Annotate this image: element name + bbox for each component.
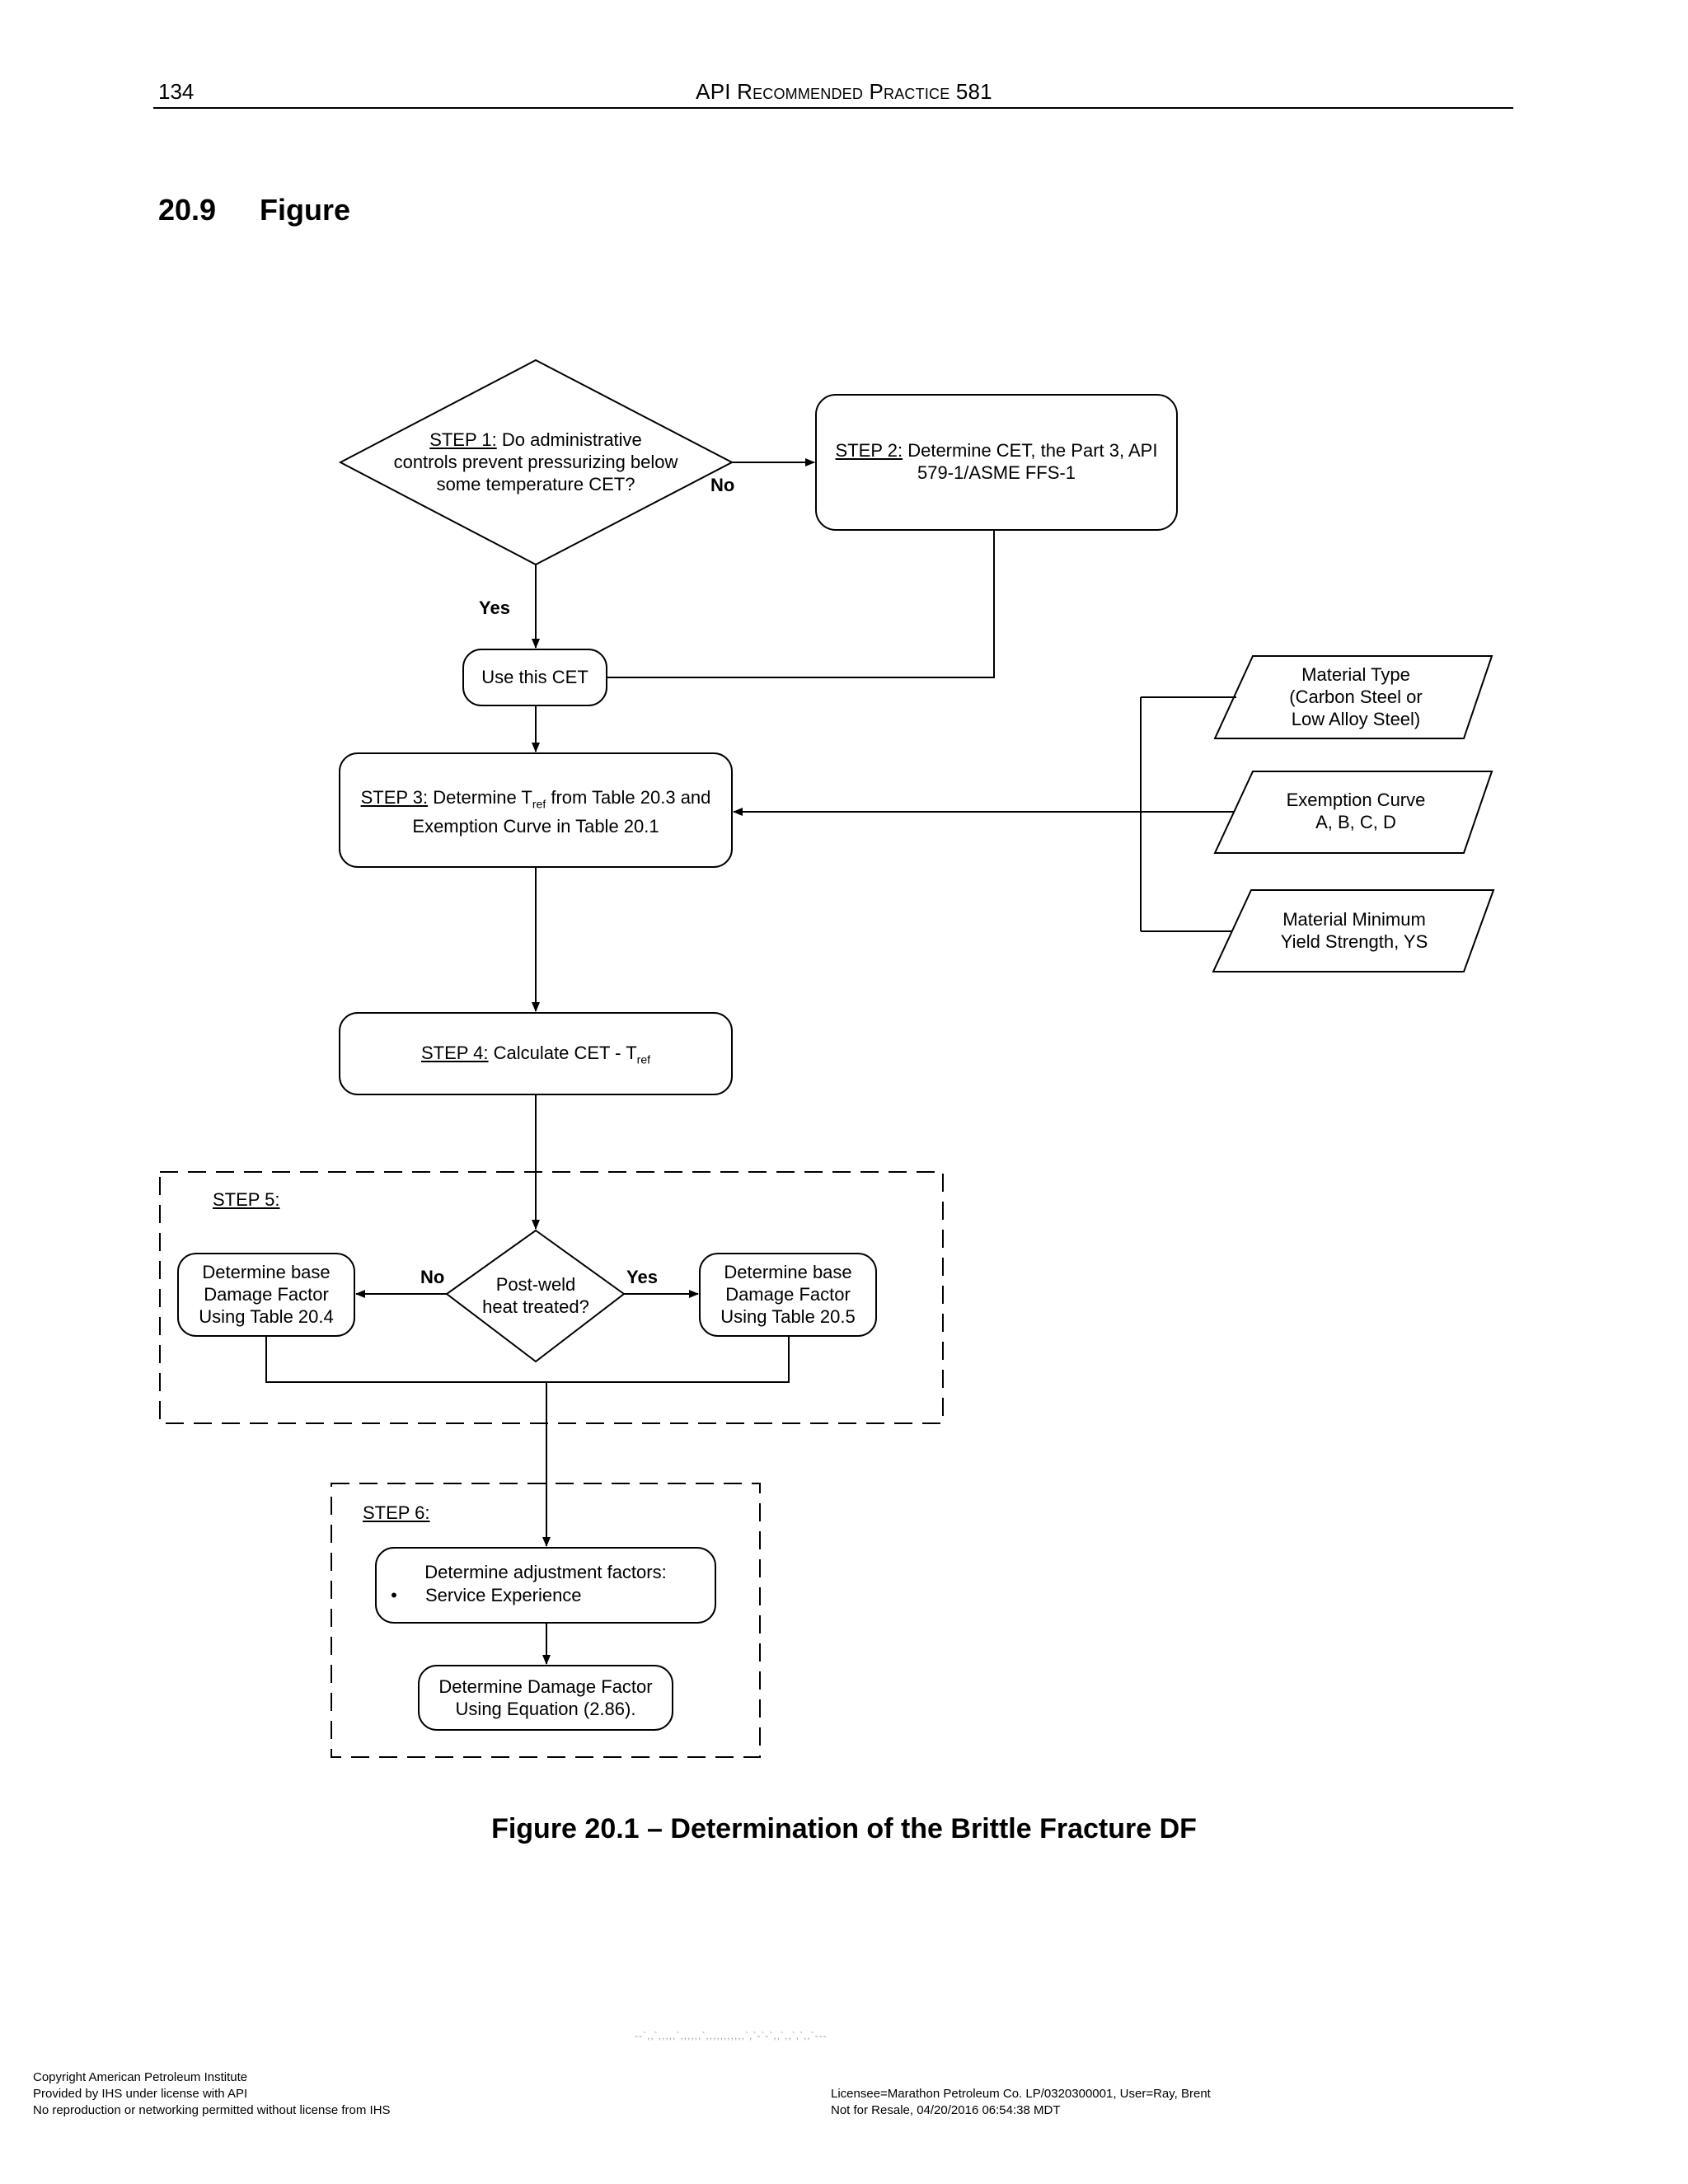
step4-text: STEP 4: Calculate CET - Tref (341, 1042, 730, 1071)
footer-right: Licensee=Marathon Petroleum Co. LP/03203… (831, 2086, 1211, 2119)
header-rule (153, 107, 1513, 109)
input-material-type-line2: (Carbon Steel or (1289, 687, 1423, 707)
step1-line3: some temperature CET? (436, 474, 635, 494)
input-yield-strength-line1: Material Minimum (1282, 909, 1426, 930)
step6-final-box (418, 1665, 673, 1731)
step5-frame (159, 1171, 944, 1424)
step5-right-line2: Damage Factor (725, 1284, 851, 1305)
step4-text-main: Calculate CET - T (493, 1043, 637, 1063)
step1-text: STEP 1: Do administrative controls preve… (363, 429, 709, 495)
step2-text: STEP 2: Determine CET, the Part 3, API 5… (818, 439, 1175, 484)
step6-adjust-item: Service Experience (425, 1585, 582, 1605)
input-material-type-shape (1213, 655, 1493, 739)
step6-final-line1: Determine Damage Factor (438, 1676, 653, 1697)
step4-label: STEP 4: (420, 1043, 489, 1063)
step3-line2: Exemption Curve in Table 20.1 (412, 816, 659, 837)
step5-no-label: No (420, 1267, 445, 1287)
step3-text-b: from Table 20.3 and (551, 787, 711, 808)
step2-line2: 579-1/ASME FFS-1 (917, 462, 1076, 483)
input-material-type-line3: Low Alloy Steel) (1291, 709, 1421, 729)
step3-sub: ref (532, 797, 546, 811)
footer-copyright: Copyright American Petroleum Institute (33, 2070, 248, 2084)
step5-decision-line2: heat treated? (482, 1296, 589, 1317)
input-yield-strength-line2: Yield Strength, YS (1280, 931, 1428, 952)
footer-no-reproduction: No reproduction or networking permitted … (33, 2103, 391, 2117)
step5-left-line3: Using Table 20.4 (199, 1306, 334, 1327)
step2-label: STEP 2: (835, 440, 903, 461)
step6-final-text: Determine Damage Factor Using Equation (… (419, 1675, 673, 1720)
footer-provided-by: Provided by IHS under license with API (33, 2087, 248, 2101)
input-material-type-line1: Material Type (1301, 664, 1410, 685)
input-yield-strength: Material Minimum Yield Strength, YS (1235, 908, 1474, 953)
step5-right-line1: Determine base (724, 1262, 852, 1282)
step1-label: STEP 1: (429, 429, 497, 450)
step1-yes-label: Yes (479, 598, 510, 618)
input-exemption-curve-shape (1213, 771, 1493, 854)
step5-decision-line1: Post-weld (495, 1274, 576, 1295)
section-number: 20.9 (158, 193, 217, 227)
step2-box (815, 394, 1178, 531)
footer-not-for-resale: Not for Resale, 04/20/2016 06:54:38 MDT (831, 2103, 1061, 2117)
step5-left-text: Determine base Damage Factor Using Table… (178, 1261, 354, 1328)
page-number: 134 (158, 79, 195, 104)
step6-bullet: • (391, 1585, 397, 1605)
figure-caption: Figure 20.1 – Determination of the Britt… (491, 1813, 1197, 1844)
step5-right-text: Determine base Damage Factor Using Table… (700, 1261, 876, 1328)
input-exemption-curve: Exemption Curve A, B, C, D (1236, 789, 1475, 833)
step6-final-line2: Using Equation (2.86). (455, 1699, 636, 1719)
step5-left-line2: Damage Factor (204, 1284, 329, 1305)
section-title: Figure (260, 193, 351, 227)
input-material-type: Material Type (Carbon Steel or Low Alloy… (1236, 663, 1475, 730)
step5-decision-shape (445, 1229, 626, 1363)
use-cet-text: Use this CET (481, 667, 588, 687)
footer-noise: --`,,`,,,,,`,,,,,,`,,,,,,,,,,,`,`-`-`,,`… (635, 2030, 828, 2041)
step1-line1: Do administrative (501, 429, 642, 450)
step5-right-line3: Using Table 20.5 (720, 1306, 856, 1327)
input-yield-strength-shape (1212, 889, 1495, 972)
input-exemption-curve-line2: A, B, C, D (1315, 812, 1396, 832)
step4-sub: ref (636, 1052, 651, 1066)
step6-label: STEP 6: (363, 1502, 430, 1523)
footer-licensee: Licensee=Marathon Petroleum Co. LP/03203… (831, 2087, 1211, 2101)
running-header-title: API Recommended Practice 581 (696, 79, 992, 104)
step3-text-a: Determine T (433, 787, 532, 808)
step2-line1: Determine CET, the Part 3, API (907, 440, 1158, 461)
step5-left-line1: Determine base (202, 1262, 331, 1282)
input-exemption-curve-line1: Exemption Curve (1286, 790, 1426, 810)
step3-text: STEP 3: Determine Tref from Table 20.3 a… (341, 786, 730, 837)
step3-label: STEP 3: (360, 787, 429, 808)
footer-left: Copyright American Petroleum Institute P… (33, 2069, 391, 2119)
step1-line2: controls prevent pressurizing below (393, 452, 678, 472)
step1-no-label: No (710, 475, 735, 495)
step5-yes-label: Yes (626, 1267, 658, 1287)
step5-label: STEP 5: (213, 1189, 280, 1210)
step5-decision-text: Post-weld heat treated? (462, 1273, 610, 1318)
step6-adjust-title: Determine adjustment factors: (424, 1562, 667, 1582)
